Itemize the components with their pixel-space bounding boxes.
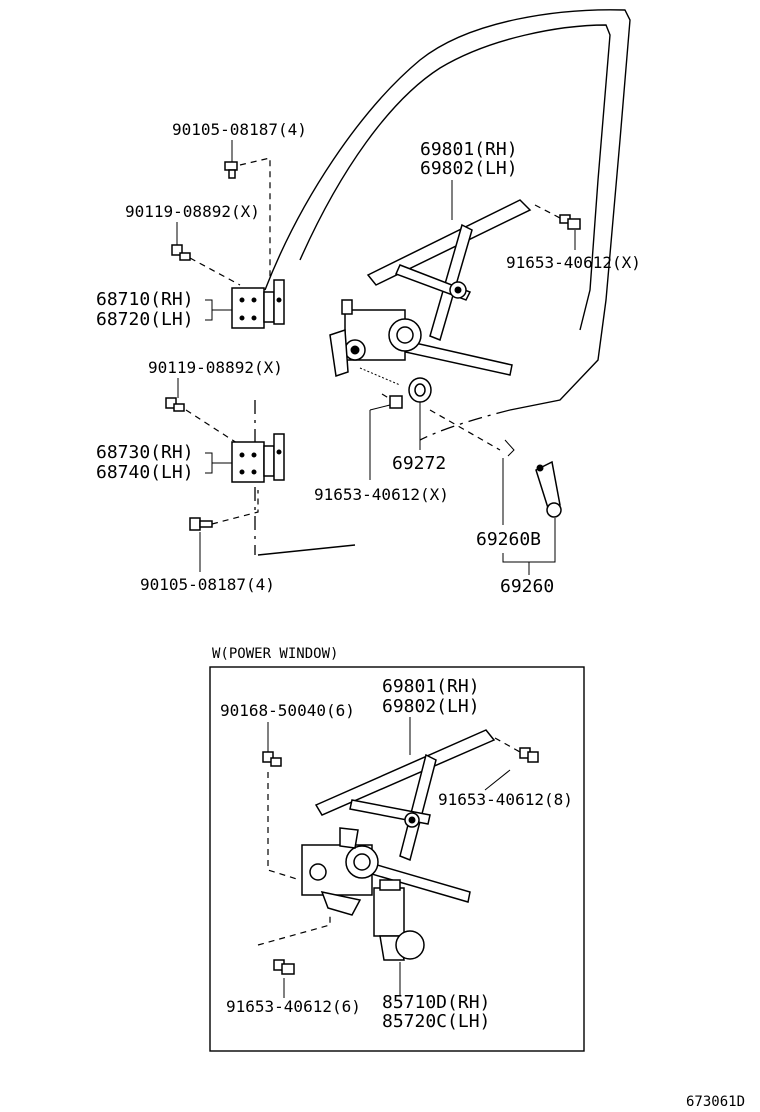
figure-code: 673061D [686,1094,745,1110]
regulator-icon [329,199,532,386]
label-pw-bolt-bottom: 91653-40612(6) [226,997,361,1016]
bolt-top-hinge-group: 90105-08187(4) [172,120,307,280]
handle-group: 69260B 69260 [429,409,562,597]
door-window-frame [254,9,631,556]
label-pw-regulator-rh: 69801(RH) [382,676,480,697]
bolt-icon [189,517,213,531]
handle-icon [535,460,562,518]
bolt-icon [165,397,185,412]
pw-regulator-icon [301,729,496,916]
label-bolt-regulator-bottom: 91653-40612(X) [314,485,449,504]
label-handle: 69260 [500,576,554,597]
washer-group: 69272 [392,377,446,474]
bolt-upper-hinge-group: 90119-08892(X) [125,202,260,286]
bolt-icon [559,214,581,230]
label-regulator-lh: 69802(LH) [420,158,518,179]
bolt-icon [389,395,403,409]
bolt-lower-hinge-group: 90119-08892(X) [148,358,283,446]
label-washer: 69272 [392,453,446,474]
bolt-icon [273,959,295,975]
power-window-title: W(POWER WINDOW) [212,646,338,662]
bolt-icon [262,751,282,767]
label-bolt-top-hinge: 90105-08187(4) [172,120,307,139]
bolt-regulator-right-group: 91653-40612(X) [506,204,641,272]
bolt-regulator-bottom-group: 91653-40612(X) [314,393,449,504]
label-pw-motor-rh: 85710D(RH) [382,992,490,1013]
label-bolt-upper-hinge: 90119-08892(X) [125,202,260,221]
power-window-box [209,666,585,1052]
bolt-icon [171,244,191,261]
bolt-icon [224,161,238,179]
label-pw-motor-lh: 85720C(LH) [382,1011,490,1032]
label-lower-hinge-rh: 68730(RH) [96,442,194,463]
label-bolt-lower-hinge: 90119-08892(X) [148,358,283,377]
label-bolt-bottom-hinge: 90105-08187(4) [140,575,275,594]
power-window-panel: W(POWER WINDOW) 69801(RH) 69802(LH) 9016… [209,646,585,1052]
label-upper-hinge-lh: 68720(LH) [96,309,194,330]
label-regulator-rh: 69801(RH) [420,139,518,160]
bolt-icon [519,747,539,763]
hinge-icon [231,433,285,483]
manual-regulator-group: 69801(RH) 69802(LH) [329,139,532,386]
label-upper-hinge-rh: 68710(RH) [96,289,194,310]
upper-hinge-group: 68710(RH) 68720(LH) [96,279,285,330]
motor-icon [373,879,425,961]
label-pw-bolt-right: 91653-40612(8) [438,790,573,809]
hinge-icon [231,279,285,329]
label-pw-regulator-lh: 69802(LH) [382,696,480,717]
label-pw-bolt-left: 90168-50040(6) [220,701,355,720]
lower-hinge-group: 68730(RH) 68740(LH) [96,433,285,483]
label-lower-hinge-lh: 68740(LH) [96,462,194,483]
washer-icon [408,377,432,403]
label-handle-sub: 69260B [476,529,541,550]
bolt-bottom-hinge-group: 90105-08187(4) [140,490,275,594]
label-bolt-regulator-right: 91653-40612(X) [506,253,641,272]
